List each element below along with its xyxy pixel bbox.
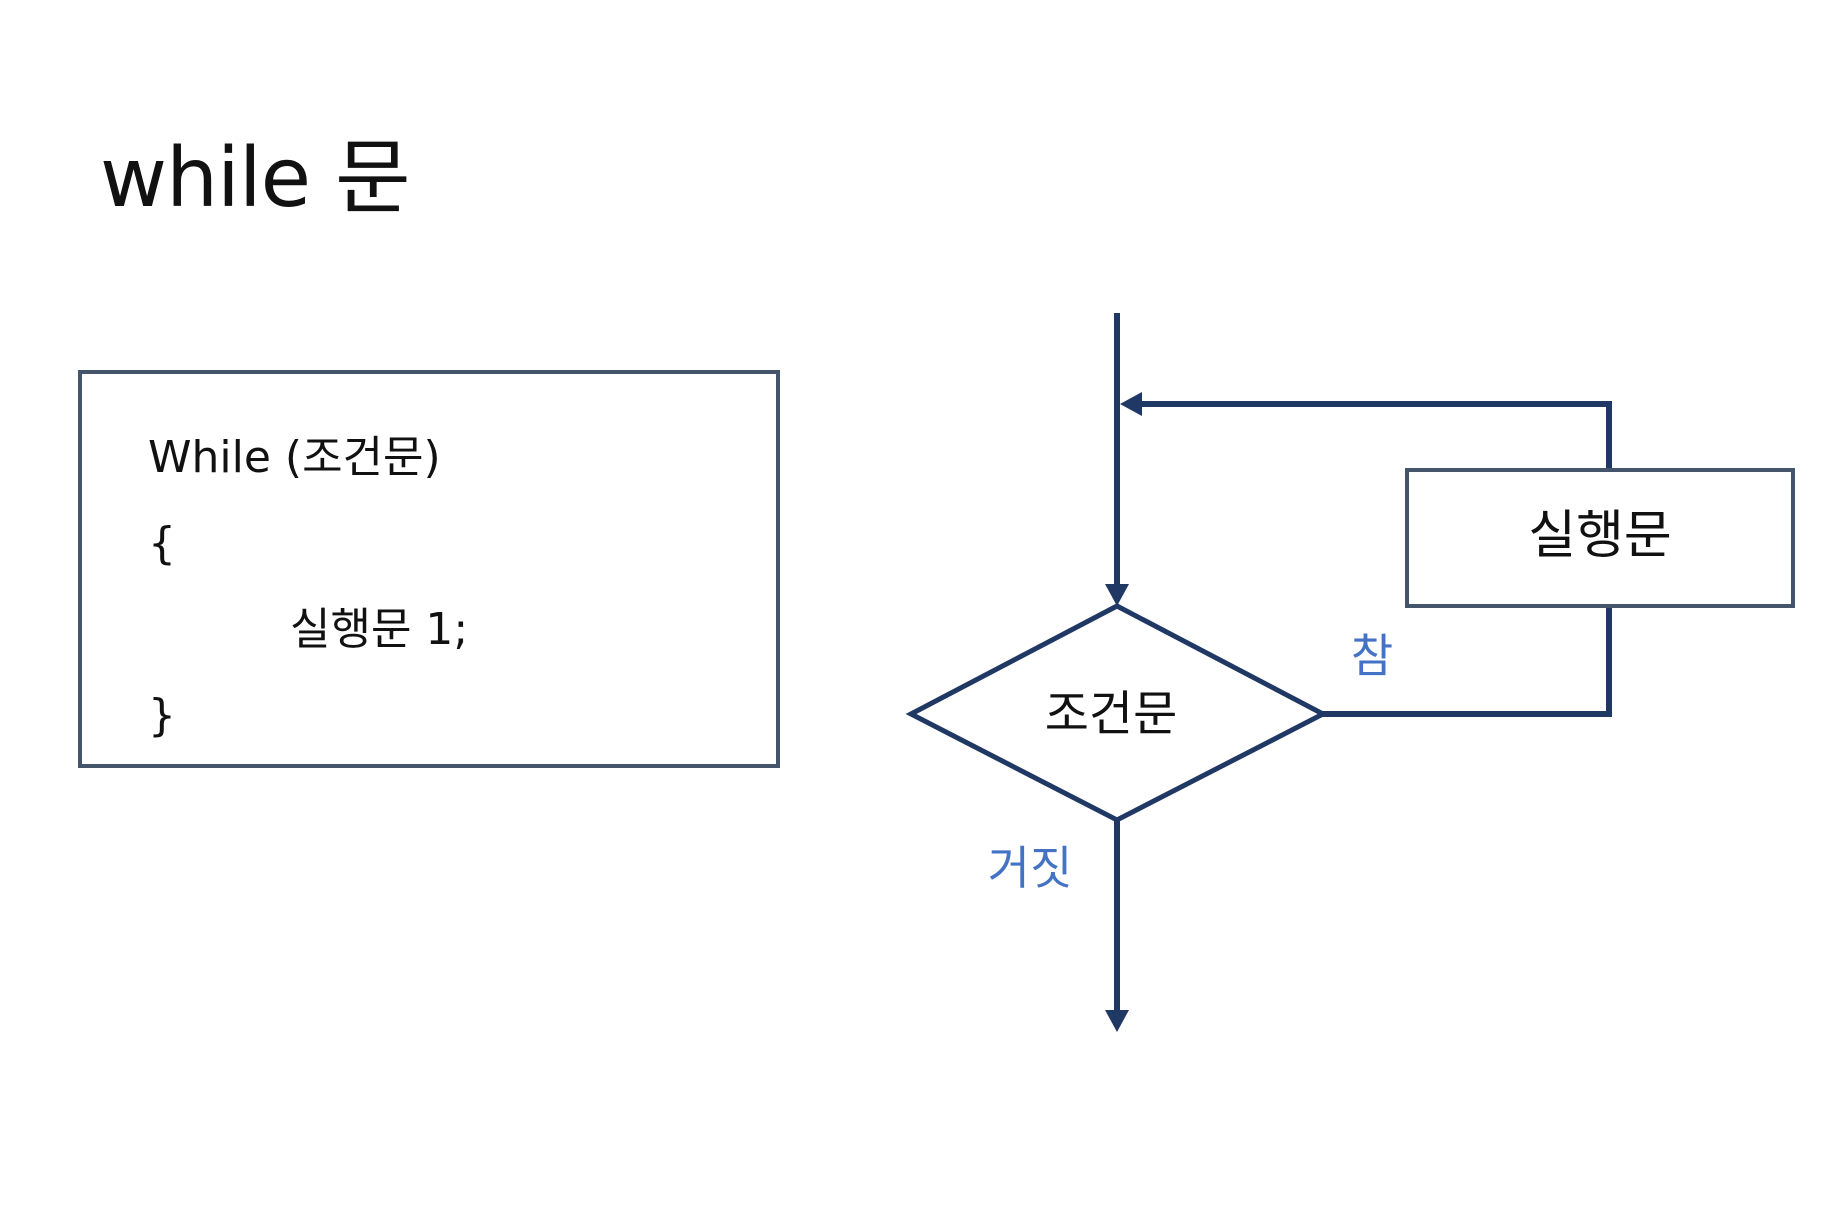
slide-title: while 문	[100, 131, 411, 226]
code-line-close-brace: }	[148, 690, 176, 741]
loop-back-line	[1135, 401, 1612, 470]
false-label: 거짓	[988, 841, 1073, 895]
exit-arrowhead	[1105, 1010, 1129, 1032]
code-line-open-brace: {	[148, 518, 176, 569]
true-label: 참	[1351, 629, 1393, 683]
code-line-statement: 실행문 1;	[290, 604, 469, 655]
code-syntax-box: While (조건문) { 실행문 1; }	[78, 370, 780, 768]
statement-label: 실행문	[1528, 506, 1672, 566]
entry-arrowhead	[1105, 584, 1129, 606]
condition-label: 조건문	[1045, 686, 1177, 742]
code-line-while: While (조건문)	[148, 432, 441, 483]
loop-back-arrowhead	[1120, 392, 1142, 416]
true-branch-line	[1323, 606, 1612, 717]
statement-box	[1405, 468, 1795, 608]
